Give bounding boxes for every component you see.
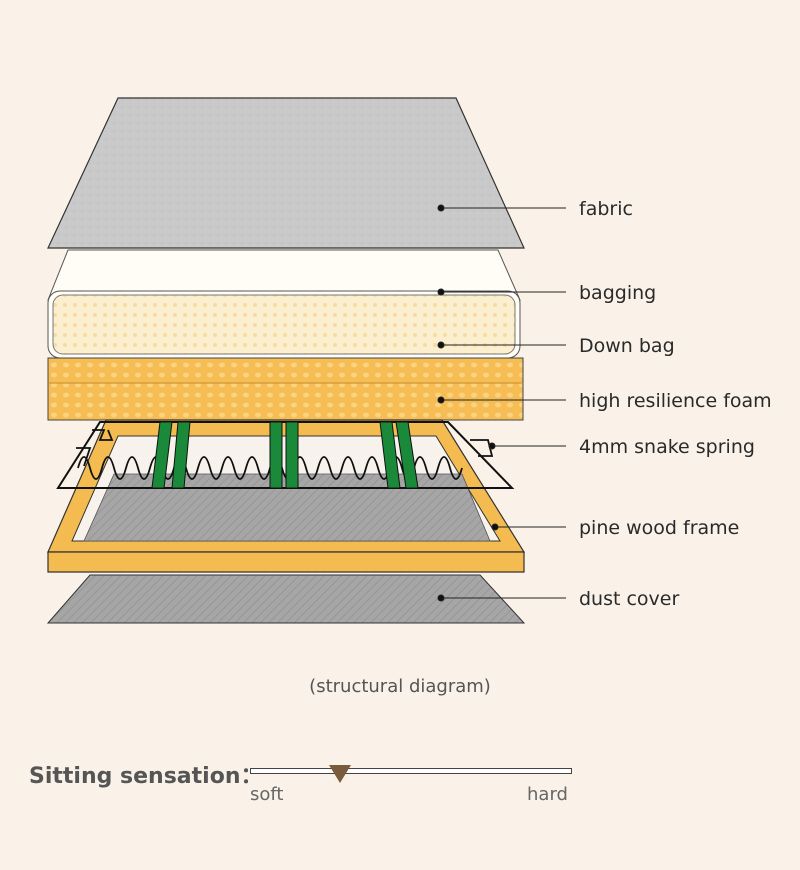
down-bag-layer — [52, 294, 516, 355]
scale-soft-label: soft — [250, 784, 284, 805]
spring-outline — [56, 421, 515, 489]
label-fabric: fabric — [579, 198, 633, 220]
dust-cover-layer — [46, 574, 526, 624]
label-dust-cover: dust cover — [579, 588, 680, 610]
leader-lines — [437, 204, 566, 602]
frame-bottom-edge — [47, 551, 525, 573]
fabric-layer — [47, 97, 525, 249]
sensation-scale-bar — [250, 768, 572, 774]
label-spring: 4mm snake spring — [579, 436, 755, 458]
sitting-sensation-title: Sitting sensation： — [29, 764, 263, 789]
label-frame: pine wood frame — [579, 517, 740, 539]
label-foam: high resilience foam — [579, 390, 772, 412]
diagram-caption: (structural diagram) — [309, 676, 491, 697]
scale-hard-label: hard — [527, 784, 568, 805]
spring-bands — [151, 421, 419, 489]
frame-inner-panel — [83, 473, 491, 542]
foam-layer — [47, 357, 524, 421]
label-bagging: bagging — [579, 282, 657, 304]
label-down-bag: Down bag — [579, 335, 675, 357]
sensation-marker-icon — [329, 765, 352, 783]
